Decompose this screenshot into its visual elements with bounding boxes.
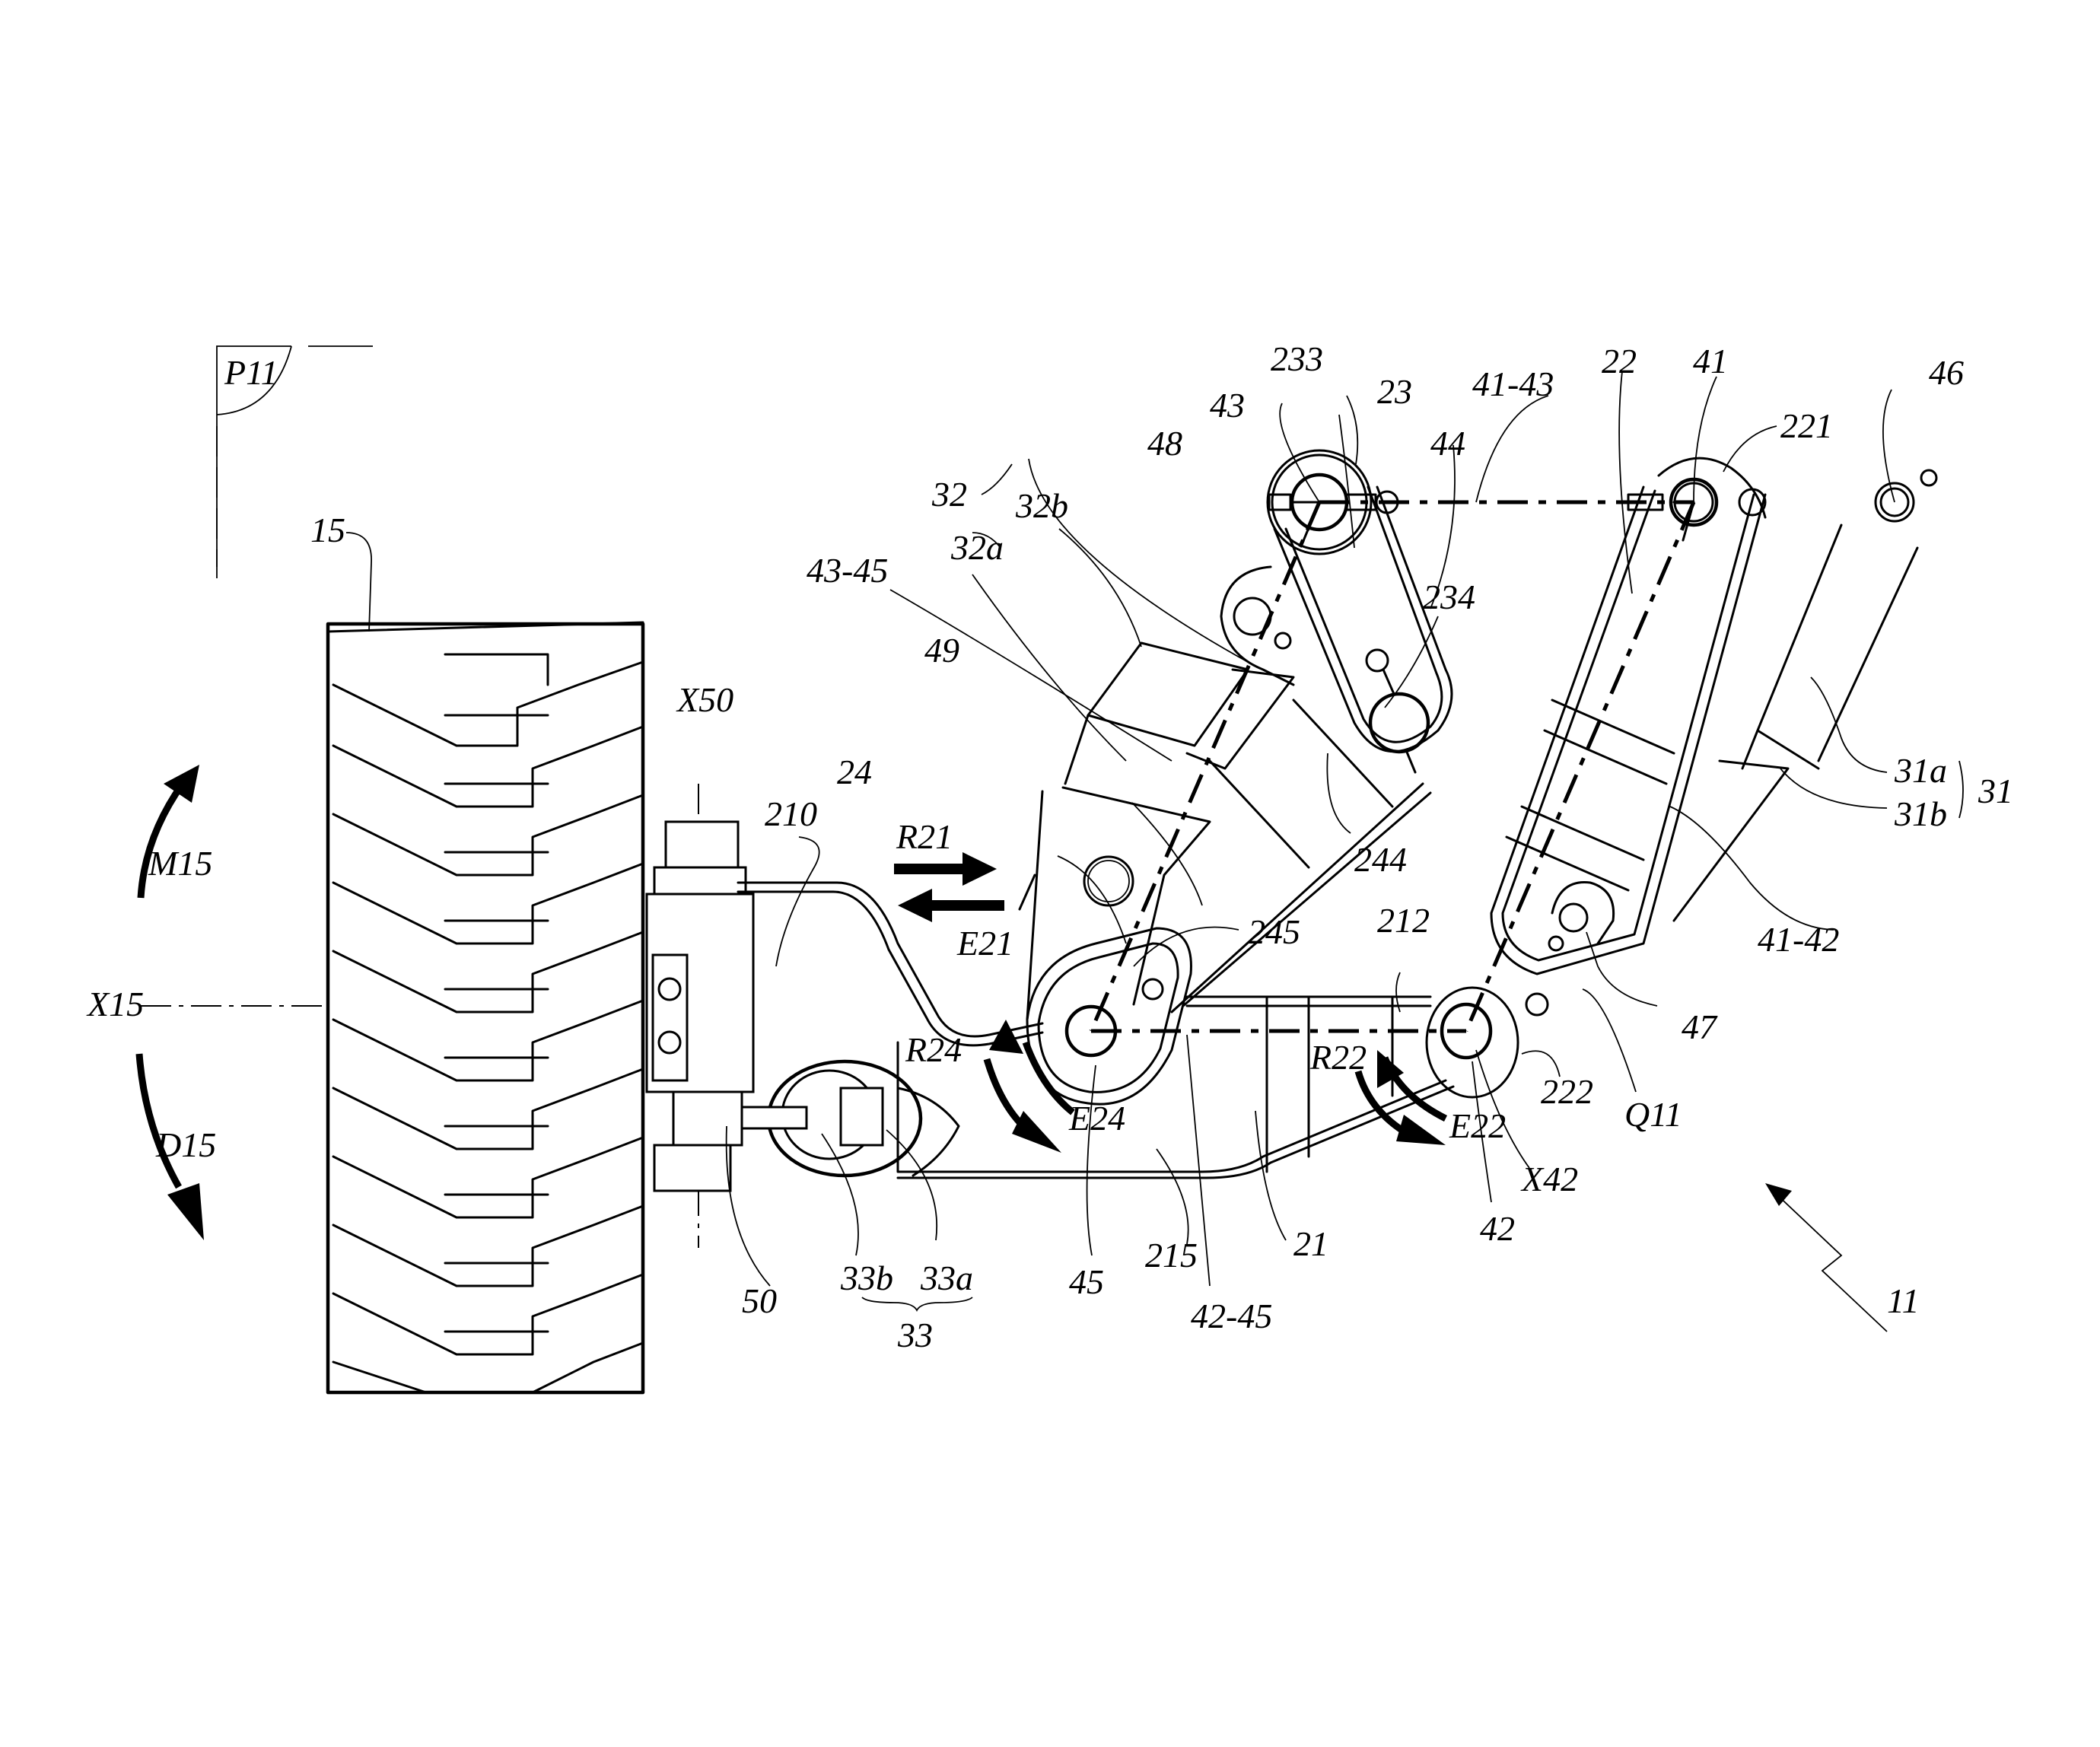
label-d15: D15	[155, 1125, 216, 1164]
hub-mount-50	[645, 820, 755, 1192]
label-p11: P11	[224, 353, 278, 392]
label-43-45: 43-45	[807, 551, 888, 590]
link-24	[1018, 786, 1211, 1021]
reference-labels: P11 15 X15 M15 D15 X50 50 210 24 49 43-4…	[86, 339, 2013, 1354]
arm-23	[1273, 485, 1453, 774]
plate-244	[1170, 698, 1432, 1014]
label-32b: 32b	[1015, 486, 1068, 525]
label-244: 244	[1354, 840, 1407, 879]
label-50: 50	[742, 1281, 777, 1320]
arrow-d15	[135, 1053, 204, 1240]
label-23: 23	[1377, 372, 1412, 411]
pivot-41-bearing-221	[1627, 477, 1767, 527]
label-43: 43	[1210, 386, 1245, 425]
arm-22	[1490, 457, 1767, 975]
label-e22: E22	[1449, 1106, 1506, 1145]
label-46: 46	[1929, 353, 1964, 392]
label-e21: E21	[956, 924, 1013, 963]
cylinder-32	[1064, 641, 1295, 785]
label-21: 21	[1293, 1224, 1328, 1263]
label-x42: X42	[1520, 1160, 1578, 1198]
label-234: 234	[1423, 578, 1475, 616]
label-215: 215	[1145, 1236, 1198, 1274]
arrow-r24-e24	[983, 1020, 1075, 1153]
label-42: 42	[1480, 1209, 1515, 1248]
label-15: 15	[310, 511, 345, 549]
label-r22: R22	[1309, 1038, 1367, 1077]
label-31: 31	[1978, 772, 2013, 810]
pivot-47	[1548, 881, 1615, 952]
label-33a: 33a	[920, 1259, 973, 1297]
label-221: 221	[1780, 406, 1833, 445]
label-31a: 31a	[1894, 751, 1947, 790]
label-41-43: 41-43	[1472, 364, 1554, 403]
label-222: 222	[1541, 1072, 1593, 1111]
frame-21	[737, 881, 1455, 1179]
label-212: 212	[1377, 901, 1430, 940]
label-47: 47	[1682, 1007, 1718, 1046]
label-245: 245	[1248, 912, 1300, 951]
label-31b: 31b	[1894, 794, 1947, 833]
label-r21: R21	[896, 817, 953, 856]
geometric-reference-lines	[1089, 500, 1696, 1033]
label-41-42: 41-42	[1758, 920, 1839, 959]
label-210: 210	[765, 794, 817, 833]
label-48: 48	[1147, 424, 1182, 463]
arrow-e21	[898, 889, 1004, 922]
label-42-45: 42-45	[1191, 1297, 1272, 1335]
pivot-45-housing	[1026, 927, 1192, 1106]
label-11: 11	[1887, 1281, 1920, 1320]
label-x50: X50	[676, 680, 733, 719]
label-x15: X15	[86, 985, 144, 1023]
arrow-r22-e22	[1354, 1050, 1448, 1145]
label-41: 41	[1693, 342, 1728, 380]
plane-p11-indicator	[216, 345, 373, 578]
arrow-m15	[137, 765, 199, 899]
label-24: 24	[837, 753, 872, 791]
cylinder-33	[740, 1059, 960, 1178]
arrow-11	[1765, 1183, 1888, 1332]
arrow-r21	[894, 852, 997, 886]
label-233: 233	[1271, 339, 1323, 378]
label-e24: E24	[1068, 1099, 1125, 1138]
pivot-42-housing-222	[1425, 986, 1549, 1099]
label-22: 22	[1602, 342, 1637, 380]
label-q11: Q11	[1624, 1095, 1682, 1134]
pivot-46	[1874, 469, 1938, 523]
label-33b: 33b	[840, 1259, 893, 1297]
label-r24: R24	[905, 1030, 962, 1069]
label-m15: M15	[148, 844, 212, 883]
label-33: 33	[897, 1316, 933, 1354]
tire-15	[326, 621, 645, 1395]
cylinder-31	[1672, 523, 1919, 922]
label-32a: 32a	[950, 528, 1004, 567]
label-45: 45	[1069, 1262, 1104, 1301]
label-32: 32	[931, 475, 967, 514]
pivot-48	[1220, 565, 1295, 686]
label-44: 44	[1430, 424, 1465, 463]
leader-lines	[345, 371, 1964, 1313]
label-49: 49	[924, 631, 959, 670]
